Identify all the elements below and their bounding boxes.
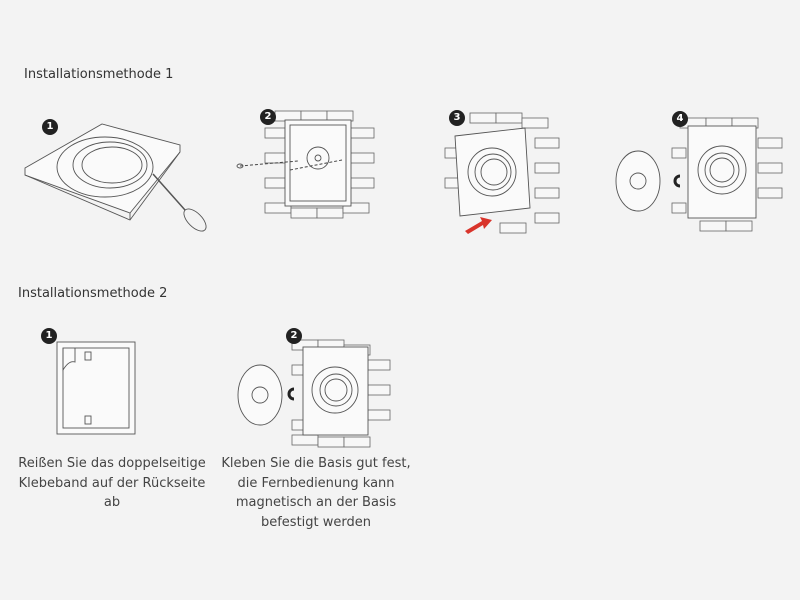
method2-step1-caption: Reißen Sie das doppelseitige Klebeband a… [12,454,212,513]
method1-step2-illustration [230,108,380,228]
caption-line: die Fernbedienung kann [237,475,395,491]
method1-step3-badge: 3 [449,110,465,126]
method2-step1-illustration [55,340,140,440]
caption-line: Klebeband auf der Rückseite [18,475,206,491]
method1-step2-badge: 2 [260,109,276,125]
method1-step4-illustration [610,108,790,238]
caption-line: befestigt werden [260,514,372,530]
caption-line: Reißen Sie das doppelseitige [18,456,206,471]
method1-step1-illustration [20,110,220,235]
caption-line: Kleben Sie die Basis gut fest, [221,456,411,471]
method2-step2-illustration [230,335,395,450]
method2-step2-badge: 2 [286,328,302,344]
method1-title: Installationsmethode 1 [24,67,174,82]
method1-step1-badge: 1 [42,119,58,135]
method1-step4-badge: 4 [672,111,688,127]
method2-step2-caption: Kleben Sie die Basis gut fest, die Fernb… [206,454,426,532]
method2-step1-badge: 1 [41,328,57,344]
method1-step3-illustration [440,108,565,238]
method2-title: Installationsmethode 2 [18,286,168,301]
caption-line: ab [103,495,121,510]
caption-line: magnetisch an der Basis [235,495,397,510]
